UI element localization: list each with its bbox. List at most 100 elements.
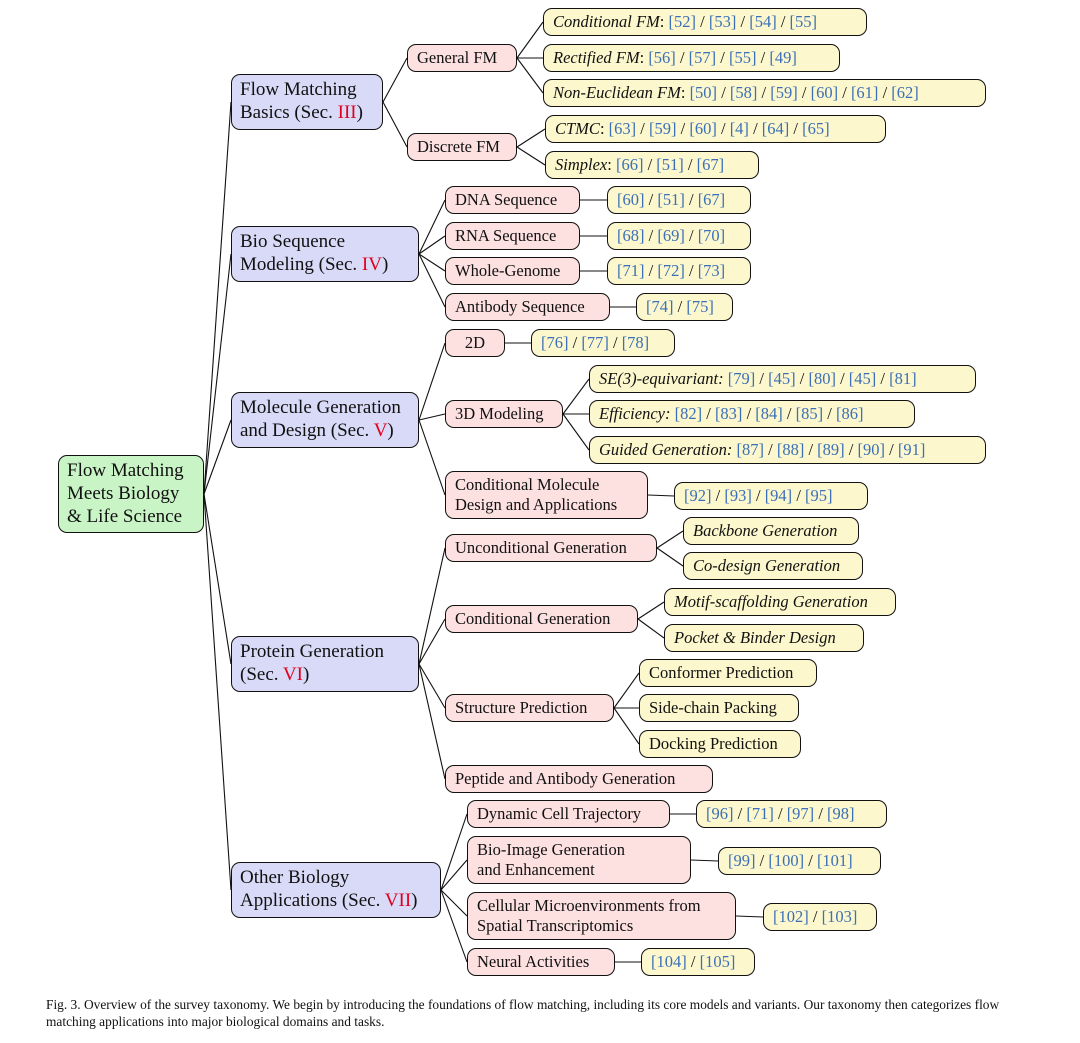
- sub-conditional-molecule-design: Conditional Molecule Design and Applicat…: [445, 471, 648, 519]
- citation-link[interactable]: [79]: [727, 369, 756, 388]
- citation-link[interactable]: [98]: [827, 804, 855, 823]
- citation-link[interactable]: [54]: [749, 12, 777, 31]
- citation-link[interactable]: [86]: [835, 404, 864, 423]
- citation-link[interactable]: [55]: [789, 12, 818, 31]
- citation-link[interactable]: [96]: [706, 804, 734, 823]
- ref-separator: /: [792, 486, 806, 505]
- citation-link[interactable]: [89]: [817, 440, 845, 459]
- citation-link[interactable]: [62]: [891, 83, 919, 102]
- citation-link[interactable]: [71]: [746, 804, 774, 823]
- section-text: Modeling (Sec.: [240, 253, 362, 275]
- section-other-biology-applications: Other Biology Applications (Sec. VII): [231, 862, 441, 918]
- ref-separator: /: [742, 404, 756, 423]
- sub-neural-activities: Neural Activities: [467, 948, 615, 976]
- citation-link[interactable]: [78]: [621, 333, 650, 352]
- citation-link[interactable]: [50]: [689, 83, 718, 102]
- citation-link[interactable]: [60]: [810, 83, 839, 102]
- ref-separator: /: [684, 190, 698, 209]
- citation-link[interactable]: [64]: [761, 119, 790, 138]
- citation-link[interactable]: [66]: [615, 155, 644, 174]
- leaf-label: Efficiency:: [599, 404, 671, 423]
- citation-link[interactable]: [103]: [821, 907, 858, 926]
- ref-separator: /: [808, 907, 822, 926]
- sub-structure-prediction: Structure Prediction: [445, 694, 614, 722]
- citation-link[interactable]: [102]: [773, 907, 809, 926]
- citation-link[interactable]: [56]: [648, 48, 676, 67]
- citation-link[interactable]: [51]: [657, 190, 685, 209]
- ref-separator: /: [716, 48, 729, 67]
- citation-link[interactable]: [71]: [617, 261, 645, 280]
- citation-link[interactable]: [84]: [755, 404, 783, 423]
- citation-link[interactable]: [85]: [795, 404, 824, 423]
- section-close: ): [356, 101, 363, 123]
- ref-separator: /: [644, 190, 658, 209]
- connector-line: [382, 101, 408, 148]
- sub-dynamic-cell-trajectory: Dynamic Cell Trajectory: [467, 800, 670, 828]
- connector-line: [516, 128, 546, 148]
- citation-link[interactable]: [4]: [729, 119, 749, 138]
- section-text: Applications (Sec.: [240, 889, 385, 911]
- citation-link[interactable]: [57]: [688, 48, 717, 67]
- ref-separator: /: [838, 83, 851, 102]
- citation-link[interactable]: [49]: [769, 48, 797, 67]
- citation-link[interactable]: [99]: [728, 851, 756, 870]
- leaf-non-euclidean-fm: Non-Euclidean FM: [50] / [58] / [59] / […: [543, 79, 986, 107]
- citation-link[interactable]: [51]: [656, 155, 684, 174]
- citation-link[interactable]: [75]: [686, 297, 714, 316]
- citation-link[interactable]: [68]: [617, 226, 645, 245]
- citation-link[interactable]: [97]: [786, 804, 815, 823]
- ref-separator: /: [636, 119, 649, 138]
- citation-link[interactable]: [61]: [850, 83, 879, 102]
- citation-link[interactable]: [67]: [697, 190, 726, 209]
- leaf-conformer-prediction: Conformer Prediction: [639, 659, 817, 687]
- citation-link[interactable]: [65]: [802, 119, 830, 138]
- citation-link[interactable]: [53]: [708, 12, 737, 31]
- citation-link[interactable]: [72]: [657, 261, 685, 280]
- citation-link[interactable]: [87]: [736, 440, 764, 459]
- citation-link[interactable]: [83]: [714, 404, 743, 423]
- citation-link[interactable]: [59]: [649, 119, 677, 138]
- citation-link[interactable]: [45]: [848, 369, 877, 388]
- citation-link[interactable]: [88]: [776, 440, 805, 459]
- citation-link[interactable]: [80]: [808, 369, 836, 388]
- ref-separator: /: [696, 12, 709, 31]
- citation-link[interactable]: [81]: [889, 369, 917, 388]
- leaf-co-design-generation: Co-design Generation: [683, 552, 863, 580]
- citation-link[interactable]: [90]: [857, 440, 886, 459]
- citation-link[interactable]: [105]: [699, 952, 736, 971]
- connector-line: [562, 378, 590, 415]
- ref-separator: /: [885, 440, 898, 459]
- citation-link[interactable]: [55]: [729, 48, 757, 67]
- connector-line: [418, 253, 446, 308]
- citation-link[interactable]: [104]: [651, 952, 687, 971]
- citation-link[interactable]: [82]: [674, 404, 703, 423]
- sub-discrete-fm: Discrete FM: [407, 133, 517, 161]
- citation-link[interactable]: [59]: [770, 83, 798, 102]
- citation-link[interactable]: [92]: [684, 486, 712, 505]
- connector-line: [418, 235, 446, 255]
- citation-link[interactable]: [73]: [697, 261, 726, 280]
- citation-link[interactable]: [76]: [541, 333, 569, 352]
- citation-link[interactable]: [95]: [805, 486, 833, 505]
- sub-line: Design and Applications: [455, 494, 618, 514]
- citation-link[interactable]: [74]: [646, 297, 674, 316]
- citation-link[interactable]: [45]: [768, 369, 796, 388]
- ref-separator: /: [643, 155, 657, 174]
- citation-link[interactable]: [69]: [657, 226, 685, 245]
- citation-link[interactable]: [60]: [617, 190, 645, 209]
- citation-link[interactable]: [94]: [764, 486, 793, 505]
- citation-link[interactable]: [58]: [729, 83, 758, 102]
- citation-link[interactable]: [101]: [816, 851, 853, 870]
- citation-link[interactable]: [52]: [668, 12, 697, 31]
- connector-line: [418, 413, 446, 421]
- citation-link[interactable]: [100]: [768, 851, 805, 870]
- citation-link[interactable]: [70]: [697, 226, 726, 245]
- citation-link[interactable]: [60]: [689, 119, 717, 138]
- citation-link[interactable]: [67]: [696, 155, 725, 174]
- citation-link[interactable]: [63]: [608, 119, 637, 138]
- leaf-genome-refs: [71] / [72] / [73]: [607, 257, 751, 285]
- citation-link[interactable]: [93]: [724, 486, 752, 505]
- leaf-label: Rectified FM: [553, 48, 640, 67]
- citation-link[interactable]: [91]: [897, 440, 926, 459]
- citation-link[interactable]: [77]: [581, 333, 609, 352]
